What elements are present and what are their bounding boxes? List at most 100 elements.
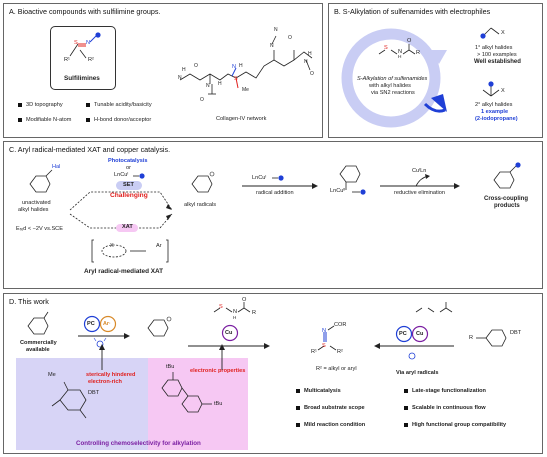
collagen-atom-n6: N <box>274 27 278 33</box>
aryl-r: R <box>469 335 474 341</box>
collagen-atom-o1: O <box>194 63 198 69</box>
via-aryl-label: Via aryl radicals <box>396 370 439 376</box>
products-line-2: products <box>494 203 520 209</box>
bipyridine-structure <box>161 372 212 413</box>
collagen-atom-me: Me <box>242 87 249 93</box>
collagen-atom-h4: H <box>308 51 312 57</box>
sn2-ring-line-3: via SN2 reactions <box>371 90 415 96</box>
xat-label: XAT <box>122 224 133 230</box>
collagen-atom-n4: N <box>270 43 274 49</box>
photocatalysis-label: Photocatalysis <box>108 158 148 164</box>
collagen-atom-n3: N <box>232 64 236 70</box>
product-n: N <box>322 328 327 334</box>
collagen-atom-s: S <box>234 76 238 82</box>
sulfilimine-s-atom: S <box>74 40 78 46</box>
cu-complex-structure <box>339 165 366 195</box>
feature-late-stage: Late-stage functionalization <box>404 388 486 394</box>
product-s: S <box>322 343 326 349</box>
feature-multicatalysis: Multicatalysis <box>296 388 341 394</box>
collagen-atom-o3: O <box>310 71 314 77</box>
route-arrows <box>69 191 173 229</box>
radical-addition-label: radical addition <box>256 190 294 196</box>
hal-label: Hal <box>52 164 61 170</box>
panel-c: C. Aryl radical-mediated XAT and copper … <box>3 141 543 289</box>
sulfenamide-s: S <box>384 45 388 51</box>
collagen-atom-n5: N <box>304 59 308 65</box>
band-up-arrows <box>99 344 225 370</box>
collagen-atom-h1: H <box>182 67 186 73</box>
cu-complex-label: LnCuᴵᴵ <box>330 188 346 194</box>
feature-compatibility: High functional group compatibility <box>404 422 506 428</box>
hindered-band <box>16 358 148 450</box>
pc-label-2: PC <box>399 331 407 337</box>
challenging-label: Challenging <box>110 192 148 199</box>
collagen-atom-o2: O <box>288 35 292 41</box>
alkyl-radical-structure <box>191 171 215 193</box>
primary-halide-label: 1° alkyl halides <box>475 45 513 51</box>
products-line-1: Cross-coupling <box>484 196 529 202</box>
sulfenamide-n: N <box>398 49 403 55</box>
radical-addition-arrow <box>242 175 318 189</box>
sn2-ring-line-2: with alkyl halides <box>369 83 411 89</box>
sulfilimine-n-atom: N <box>86 40 91 46</box>
xat-caption: Aryl radical-mediated XAT <box>84 268 164 275</box>
feature-mild: Mild reaction condition <box>296 422 365 428</box>
sulfenamide-structure <box>378 44 416 55</box>
sulfilimine-product-structure <box>317 325 337 351</box>
sulfenamide-d-n: N <box>233 309 238 315</box>
panel-a: A. Bioactive compounds with sulfilimine … <box>3 3 323 138</box>
or-label: or <box>126 165 131 171</box>
primary-halide-structure <box>480 27 500 39</box>
sulfenamide-right-structure <box>415 302 453 313</box>
set-label: SET <box>123 182 134 188</box>
sulfenamide-d-h: H <box>233 315 237 320</box>
set-pill <box>116 181 142 190</box>
bipy-tbu-2: tBu <box>214 401 223 407</box>
product-cor: COR <box>334 322 347 328</box>
pc-cu-arrow <box>374 325 454 360</box>
hindered-line-2: electron-rich <box>88 379 122 385</box>
unactivated-line-2: alkyl halides <box>18 207 49 213</box>
bullet-tunable: Tunable acidity/basicity <box>86 102 152 108</box>
alkyl-radicals-label: alkyl radicals <box>184 202 217 208</box>
panel-a-title: A. Bioactive compounds with sulfilimine … <box>9 7 161 16</box>
secondary-halide-example: (2-iodopropane) <box>475 116 518 122</box>
aryl-dbt-structure <box>476 329 507 347</box>
bullet-hbond: H-bond donor/acceptor <box>86 117 151 123</box>
panel-d-title: D. This work <box>9 297 49 306</box>
collagen-structure <box>179 35 313 95</box>
secondary-halide-x: X <box>501 88 505 94</box>
mesityl-dbt: DBT <box>88 390 100 396</box>
sulfenamide-o: O <box>407 38 412 44</box>
collagen-label: Collagen-IV network <box>216 116 267 122</box>
aryl-dbt: DBT <box>510 330 522 336</box>
bracket-ar: Ar <box>156 243 162 249</box>
panel-d: D. This work Commercially available PC A… <box>3 293 543 454</box>
product-r1: R¹ <box>311 349 317 355</box>
cyclohexyl-radical-structure <box>147 316 172 337</box>
lncu-top-dot <box>133 173 145 179</box>
bullet-modifiable: Modifiable N-atom <box>18 117 71 123</box>
alkyl-iodide-structure <box>27 311 49 335</box>
hindered-line-1: sterically hindered <box>86 372 136 378</box>
bipy-tbu-1: tBu <box>166 364 175 370</box>
primary-halide-x: X <box>501 30 505 36</box>
sulfilimine-r1: R¹ <box>64 57 70 63</box>
reductive-elimination-label: reductive elimination <box>394 190 445 196</box>
mesityl-dbt-structure <box>51 381 87 419</box>
collagen-atom-o4: O <box>200 97 204 103</box>
reduction-potential: Eᵣₑd < −2V vs.SCE <box>16 226 63 232</box>
ar-label: Ar· <box>103 321 111 327</box>
sulfilimine-box <box>50 26 116 90</box>
secondary-halide-structure <box>482 81 500 97</box>
collagen-atom-n2: N <box>206 83 210 89</box>
primary-halide-status: Well established <box>474 59 521 65</box>
sulfenamide-d-o: O <box>242 297 247 303</box>
pc-label-1: PC <box>87 321 95 327</box>
sulfilimine-box-label: Sulfilimines <box>64 75 100 82</box>
collagen-atom-h3: H <box>239 63 243 69</box>
cu-catalyst-arrow <box>188 324 270 349</box>
pc-ar-catalyst <box>78 315 130 348</box>
commercial-line-2: available <box>26 347 50 353</box>
sulfenamide-r: R <box>416 50 421 56</box>
